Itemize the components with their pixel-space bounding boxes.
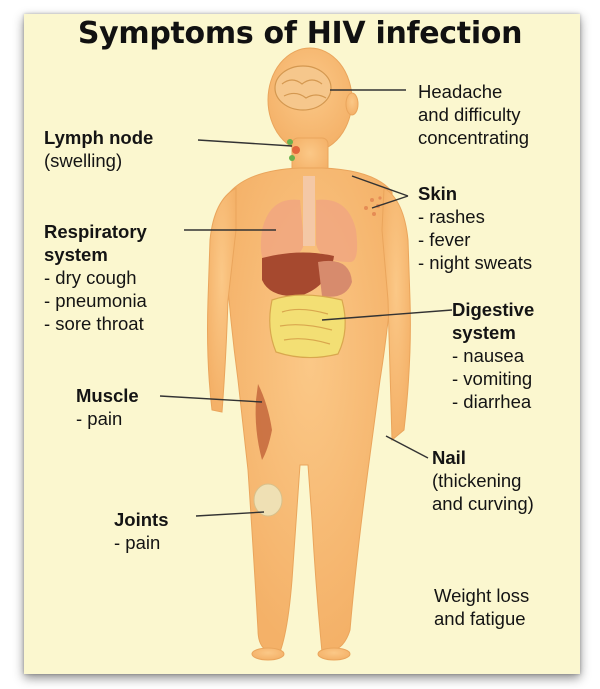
nail-label: Nail (thickening and curving) bbox=[432, 446, 534, 515]
lymph-node-label: Lymph node (swelling) bbox=[44, 126, 153, 172]
brain bbox=[275, 66, 331, 110]
respiratory-label: Respiratory system - dry cough - pneumon… bbox=[44, 220, 147, 335]
headache-label: Headache and difficulty concentrating bbox=[418, 80, 529, 149]
knee-joint bbox=[254, 484, 282, 516]
joints-label: Joints - pain bbox=[114, 508, 168, 554]
digestive-label: Digestive system - nausea - vomiting - d… bbox=[452, 298, 534, 413]
intestines bbox=[270, 295, 345, 358]
muscle-label: Muscle - pain bbox=[76, 384, 139, 430]
skin-label: Skin - rashes - fever - night sweats bbox=[418, 182, 532, 274]
weight-loss-label: Weight loss and fatigue bbox=[434, 584, 529, 630]
